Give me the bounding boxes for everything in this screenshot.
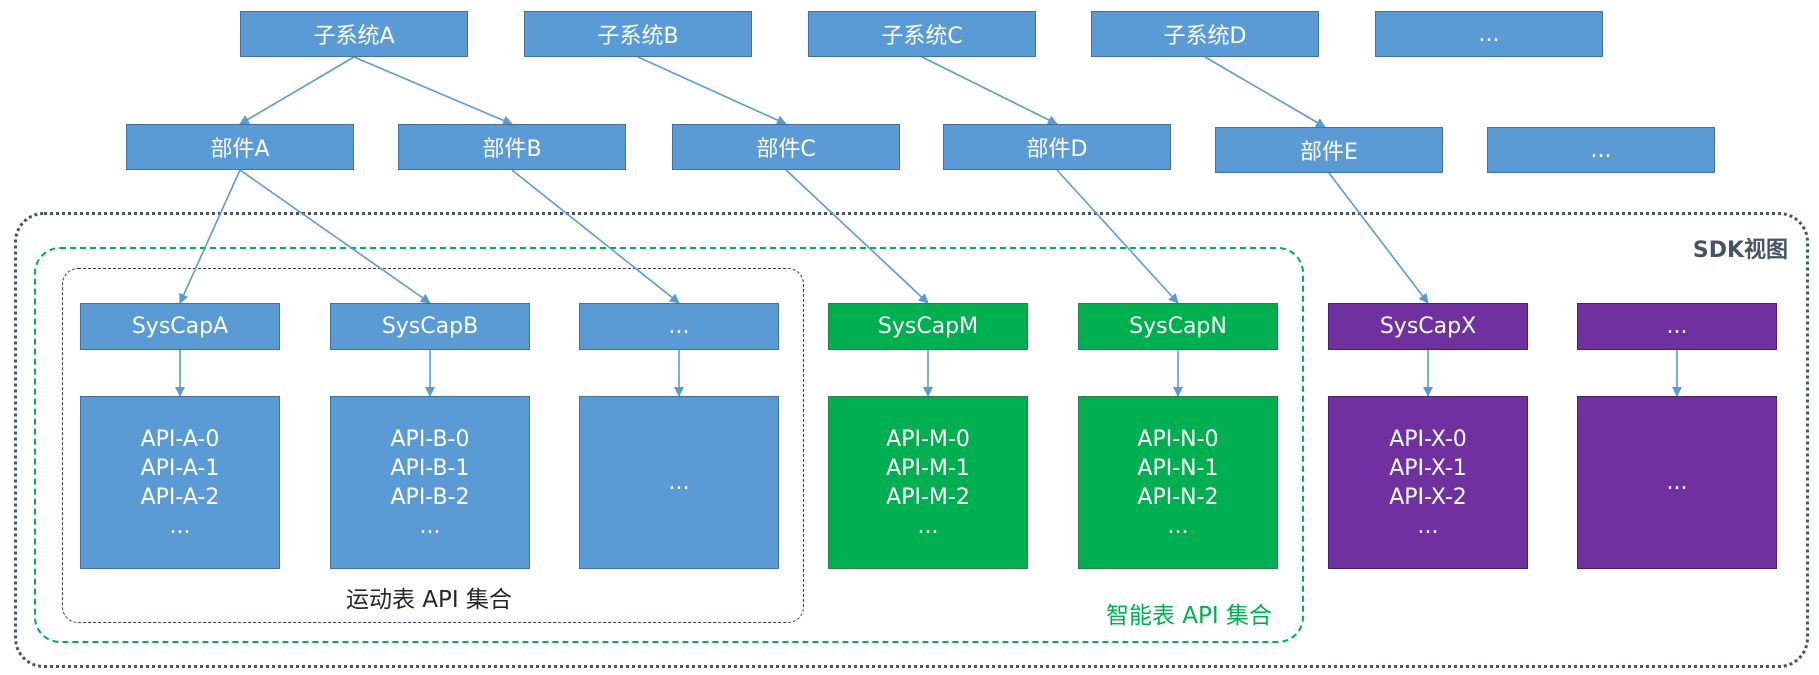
syscap-b-box: SysCapB [330, 303, 530, 350]
api-item: API-A-2 [140, 484, 220, 510]
smart-watch-api-label: 智能表 API 集合 [1106, 603, 1273, 629]
api-item: API-A-0 [140, 426, 220, 452]
api-item: ... [917, 513, 939, 539]
edge-subsystem-b-to-component-c [637, 56, 787, 125]
component-a-box: 部件A [126, 124, 354, 170]
syscap-a-box: SysCapA [80, 303, 280, 350]
syscap-more-box: ... [579, 303, 779, 350]
subsystem-c-box: 子系统C [808, 11, 1036, 57]
api-set-extra-box: ... [1577, 396, 1777, 569]
edge-subsystem-d-to-component-e [1204, 56, 1326, 128]
api-set-x-box: API-X-0 API-X-1 API-X-2 ... [1328, 396, 1528, 569]
component-e-box: 部件E [1215, 127, 1443, 173]
api-item: ... [668, 470, 690, 495]
api-item: API-B-1 [390, 455, 470, 481]
edge-subsystem-c-to-component-d [921, 56, 1058, 125]
syscap-n-box: SysCapN [1078, 303, 1278, 350]
syscap-x-box: SysCapX [1328, 303, 1528, 350]
api-item: ... [1167, 513, 1189, 539]
api-item: API-X-2 [1389, 484, 1467, 510]
api-set-b-box: API-B-0 API-B-1 API-B-2 ... [330, 396, 530, 569]
subsystem-a-box: 子系统A [240, 11, 468, 57]
api-item: ... [169, 513, 191, 539]
api-item: ... [419, 513, 441, 539]
api-item: ... [1417, 513, 1439, 539]
component-c-box: 部件C [672, 124, 900, 170]
api-item: API-M-1 [886, 455, 970, 481]
subsystem-d-box: 子系统D [1091, 11, 1319, 57]
api-set-a-box: API-A-0 API-A-1 API-A-2 ... [80, 396, 280, 569]
api-item: API-N-1 [1137, 455, 1219, 481]
edge-subsystem-a-to-component-b [353, 56, 513, 126]
sdk-view-label: SDK视图 [1692, 238, 1788, 263]
api-item: API-N-0 [1137, 426, 1219, 452]
api-set-m-box: API-M-0 API-M-1 API-M-2 ... [828, 396, 1028, 569]
sport-watch-api-label: 运动表 API 集合 [346, 587, 513, 613]
subsystem-more-box: ... [1375, 11, 1603, 57]
component-b-box: 部件B [398, 124, 626, 170]
syscap-extra-box: ... [1577, 303, 1777, 350]
api-item: API-N-2 [1137, 484, 1219, 510]
sport-watch-api-region [62, 268, 804, 623]
api-item: ... [1666, 470, 1688, 495]
api-item: API-X-0 [1389, 426, 1467, 452]
api-item: API-X-1 [1389, 455, 1467, 481]
syscap-m-box: SysCapM [828, 303, 1028, 350]
subsystem-b-box: 子系统B [524, 11, 752, 57]
api-item: API-M-0 [886, 426, 970, 452]
api-item: API-A-1 [140, 455, 220, 481]
api-item: API-B-2 [390, 484, 470, 510]
edge-subsystem-a-to-component-a [239, 56, 355, 125]
api-item: API-B-0 [390, 426, 470, 452]
api-item: API-M-2 [886, 484, 970, 510]
component-d-box: 部件D [943, 124, 1171, 170]
component-more-box: ... [1487, 127, 1715, 173]
api-set-n-box: API-N-0 API-N-1 API-N-2 ... [1078, 396, 1278, 569]
api-set-more-box: ... [579, 396, 779, 569]
